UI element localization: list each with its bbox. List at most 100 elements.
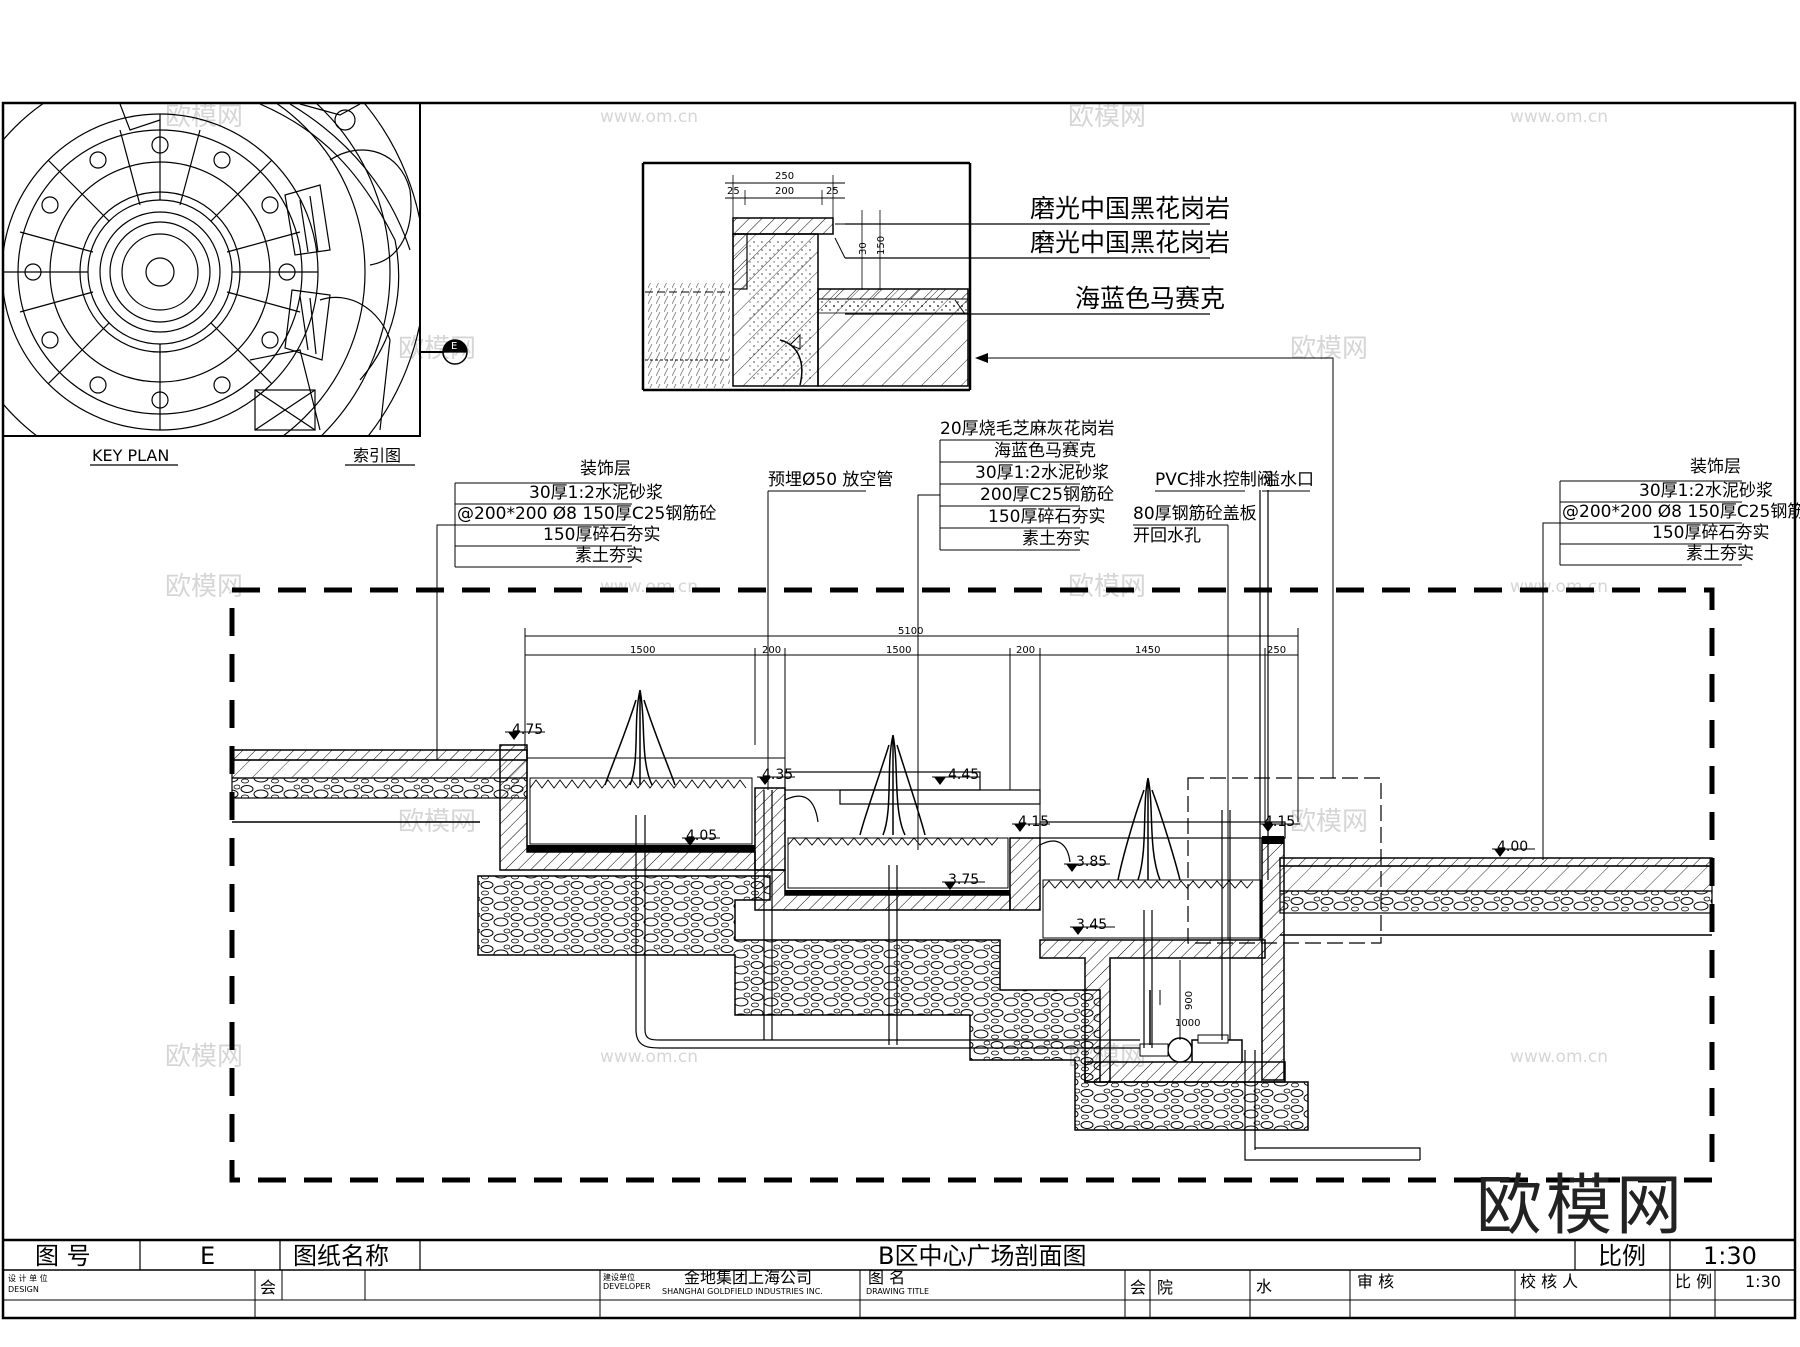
coping-detail: 250 200 25 25 150 30 磨光中国黑花岗岩 磨光中国黑花岗岩 海… [641, 161, 1334, 778]
note-left: 150厚碎石夯实 [543, 525, 660, 545]
pipe-note: 预埋Ø50 放空管 [768, 470, 893, 490]
elevation-label: 3.75 [948, 872, 979, 888]
hui-label-2: 会 [1130, 1278, 1146, 1297]
note-right: 素土夯实 [1686, 544, 1754, 564]
elevation-label: 4.00 [1497, 839, 1528, 855]
drawing-name: B区中心广场剖面图 [878, 1242, 1086, 1270]
note-center: 200厚C25钢筋砼 [980, 485, 1114, 505]
watermark: www.om.cn [600, 1047, 698, 1067]
section-marker: E [420, 339, 468, 365]
drawing-title-en: DRAWING TITLE [866, 1287, 929, 1296]
note-left: 30厚1:2水泥砂浆 [529, 483, 663, 503]
client-label: 建设单位 [603, 1272, 635, 1282]
design-unit-en: DESIGN [8, 1285, 39, 1294]
main-section: 5100 1500 200 1500 200 1450 250 900 1000… [229, 490, 1715, 1183]
dimension-chain [524, 628, 1299, 1040]
pvc-valve-note: PVC排水控制阀 [1155, 470, 1274, 490]
note-left: @200*200 Ø8 150厚C25钢筋砼 [457, 504, 716, 524]
watermark: 欧模网 [1290, 334, 1368, 364]
dimension-segment: 200 [1016, 645, 1035, 656]
scale-value-2: 1:30 [1745, 1272, 1781, 1291]
detail-label: 磨光中国黑花岗岩 [1030, 194, 1230, 223]
note-center: 海蓝色马赛克 [994, 440, 1096, 461]
dimension-segment: 1500 [886, 645, 911, 656]
note-right: 150厚碎石夯实 [1652, 523, 1769, 543]
elevation-label: 4.15 [1018, 814, 1049, 830]
elevation-label: 3.85 [1076, 854, 1107, 870]
watermark: 欧模网 [1068, 572, 1146, 602]
dimension-segment: 1500 [630, 645, 655, 656]
dimension-total: 5100 [898, 626, 923, 637]
brand-logo: 欧模网 [1476, 1167, 1686, 1244]
shui-label: 水 [1256, 1277, 1272, 1296]
note-right: 30厚1:2水泥砂浆 [1639, 481, 1773, 501]
key-plan-label-en: KEY PLAN [92, 446, 169, 465]
note-right: 装饰层 [1690, 457, 1741, 477]
detail-dim: 25 [727, 186, 740, 197]
drawing-name-label: 图纸名称 [293, 1242, 389, 1270]
note-stack-left [436, 482, 632, 760]
watermark: 欧模网 [1290, 807, 1368, 837]
note-stack-center [917, 439, 1080, 850]
dimension-pit-width: 1000 [1175, 1018, 1200, 1029]
hui-label: 会 [260, 1278, 276, 1297]
note-right: @200*200 Ø8 150厚C25钢筋砼 [1562, 502, 1800, 522]
drawing-number-label: 图 号 [35, 1242, 91, 1270]
review-label: 审 核 [1357, 1272, 1394, 1291]
watermark: www.om.cn [1510, 577, 1608, 597]
watermark: 欧模网 [165, 102, 243, 132]
company-en: SHANGHAI GOLDFIELD INDUSTRIES INC. [662, 1287, 823, 1296]
detail-label: 磨光中国黑花岗岩 [1030, 228, 1230, 257]
watermark: 欧模网 [165, 572, 243, 602]
elevation-label: 4.45 [948, 767, 979, 783]
watermark: www.om.cn [600, 107, 698, 127]
scale-label: 比例 [1598, 1242, 1646, 1270]
dimension-segment: 1450 [1135, 645, 1160, 656]
detail-dim: 200 [775, 186, 794, 197]
note-left: 素土夯实 [575, 546, 643, 566]
pipe-network [635, 490, 1421, 1161]
note-center: 素土夯实 [1022, 529, 1090, 549]
overflow-note: 溢水口 [1263, 470, 1314, 490]
drawing-number: E [200, 1242, 215, 1270]
note-center: 20厚烧毛芝麻灰花岗岩 [940, 419, 1115, 439]
key-plan-label-cn: 索引图 [353, 446, 401, 465]
note-center: 30厚1:2水泥砂浆 [975, 463, 1109, 483]
watermark: 欧模网 [1068, 102, 1146, 132]
dimension-segment: 250 [1267, 645, 1286, 656]
yuan-label: 院 [1157, 1278, 1173, 1297]
scale-label-2: 比 例 [1675, 1272, 1712, 1291]
company-name: 金地集团上海公司 [684, 1268, 812, 1287]
detail-dim: 25 [826, 186, 839, 197]
scale-value: 1:30 [1703, 1242, 1757, 1270]
drawing-title-label: 图 名 [868, 1268, 905, 1287]
detail-label: 海蓝色马赛克 [1075, 284, 1225, 313]
elevation-label: 4.15 [1264, 814, 1295, 830]
note-left: 装饰层 [580, 459, 631, 479]
client-en: DEVELOPER [603, 1282, 651, 1291]
watermark: www.om.cn [1510, 107, 1608, 127]
design-unit-label: 设 计 单 位 [8, 1273, 48, 1283]
watermark: www.om.cn [600, 577, 698, 597]
elevation-label: 3.45 [1076, 917, 1107, 933]
cover-note: 80厚钢筋砼盖板 [1133, 504, 1257, 524]
key-plan: E KEY PLAN 索引图 [2, 102, 468, 466]
dimension-segment: 200 [762, 645, 781, 656]
detail-dim: 30 [858, 242, 869, 255]
detail-dim: 150 [876, 236, 887, 255]
note-center: 150厚碎石夯实 [988, 507, 1105, 527]
title-block [3, 1238, 1795, 1318]
sheet-frame [1, 101, 1797, 1320]
checker-label: 校 核 人 [1520, 1272, 1578, 1291]
fountain-jet [604, 689, 1181, 881]
note-stack-right [1542, 480, 1742, 860]
dimension-pit-height: 900 [1184, 991, 1195, 1010]
elevation-label: 4.75 [512, 722, 543, 738]
section-marker-label: E [451, 341, 457, 352]
elevation-label: 4.35 [762, 767, 793, 783]
detail-dim: 250 [775, 171, 794, 182]
elevation-label: 4.05 [686, 828, 717, 844]
watermark: www.om.cn [1510, 1047, 1608, 1067]
cover-note: 开回水孔 [1133, 526, 1201, 546]
